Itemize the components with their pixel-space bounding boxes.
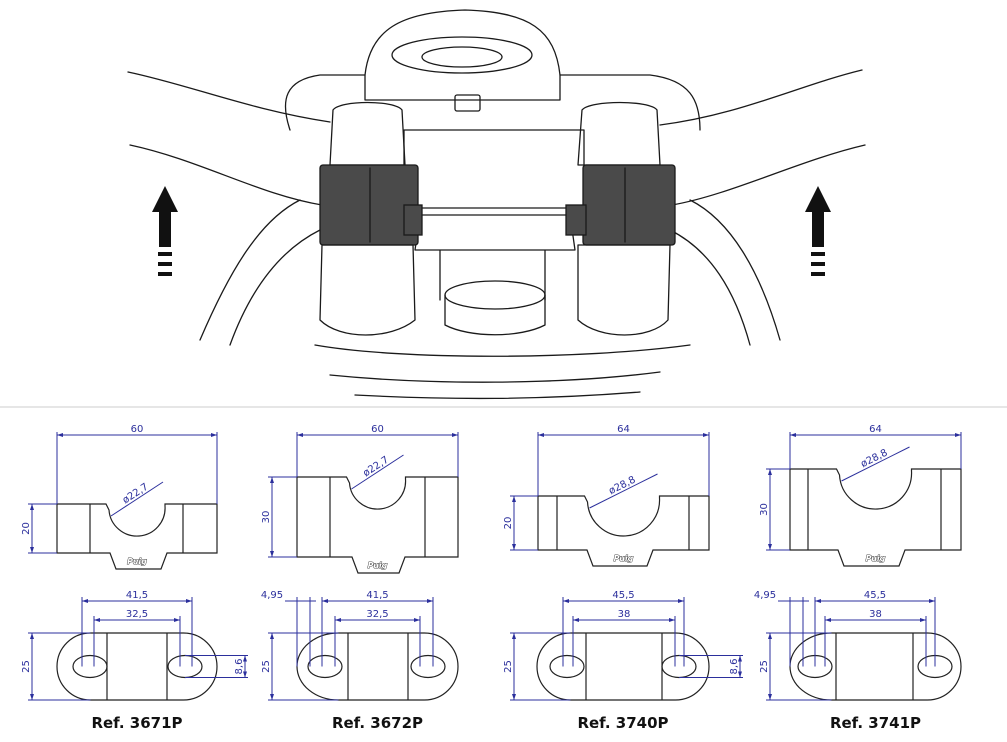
right-riser-cap: [577, 101, 661, 166]
diameter-label: ø28,8: [607, 474, 637, 497]
offset-label: 4,95: [261, 590, 283, 601]
fairing-left: [199, 74, 366, 346]
height-label: 30: [759, 503, 770, 516]
depth-label: 25: [759, 660, 770, 673]
riser-side-view: [537, 495, 710, 567]
width-label: 60: [371, 424, 384, 435]
steering-head: [364, 9, 561, 101]
puig-logo: Puig: [368, 561, 388, 570]
width-label: 64: [869, 424, 882, 435]
slot-width-label: 8,6: [234, 659, 245, 675]
bolt-slot: [167, 654, 203, 679]
reference-number: Ref. 3672P: [332, 714, 423, 732]
top-clamp-bar: [403, 129, 585, 209]
handlebar-right: [659, 69, 866, 206]
height-label: 20: [21, 522, 32, 535]
dimension-arrows: [512, 496, 516, 550]
up-arrow-left-icon: [152, 186, 178, 276]
bolt-slot: [72, 654, 108, 679]
left-riser-spacer: [403, 204, 423, 236]
bolt-slot: [410, 654, 446, 679]
outer-spacing-label: 45,5: [612, 590, 634, 601]
left-riser-base: [319, 244, 416, 336]
offset-label: 4,95: [754, 590, 776, 601]
riser-top-view: [56, 632, 218, 701]
handlebar-left: [127, 71, 331, 206]
riser-side-view: [296, 476, 459, 574]
diameter-line: [110, 481, 164, 517]
left-riser-cap: [329, 101, 406, 166]
right-riser-spacer: [565, 204, 587, 236]
slot-width-label: 8,6: [729, 659, 740, 675]
inner-spacing-label: 38: [618, 609, 631, 620]
reference-number: Ref. 3671P: [91, 714, 182, 732]
diameter-line: [841, 446, 910, 482]
puig-logo: Puig: [614, 554, 634, 563]
outer-spacing-label: 45,5: [864, 590, 886, 601]
reference-number: Ref. 3741P: [830, 714, 921, 732]
bolt-slot: [549, 654, 585, 679]
depth-label: 25: [21, 660, 32, 673]
depth-label: 25: [503, 660, 514, 673]
fork-cap-inner: [421, 46, 503, 68]
dimension-arrows: [738, 655, 742, 678]
depth-label: 25: [261, 660, 272, 673]
inner-spacing-label: 32,5: [126, 609, 148, 620]
riser-top-view: [536, 632, 710, 701]
lower-clamp: [414, 214, 576, 301]
diameter-label: ø28,8: [859, 447, 889, 470]
fork-cap: [391, 36, 533, 74]
height-label: 30: [261, 511, 272, 524]
puig-logo: Puig: [866, 554, 886, 563]
dimension-arrows: [30, 504, 34, 553]
riser-side-view: [789, 468, 962, 567]
right-riser-base: [577, 244, 671, 336]
outer-spacing-label: 41,5: [126, 590, 148, 601]
ignition-slot: [454, 94, 481, 112]
inner-spacing-label: 32,5: [366, 609, 388, 620]
riser-top-view: [296, 632, 459, 701]
inner-spacing-label: 38: [869, 609, 882, 620]
width-label: 64: [617, 424, 630, 435]
width-label: 60: [131, 424, 144, 435]
dimension-arrows: [243, 655, 247, 678]
tank-lines: [314, 344, 691, 400]
puig-logo: Puig: [127, 557, 147, 566]
reference-number: Ref. 3740P: [577, 714, 668, 732]
left-riser-block: [319, 164, 419, 246]
outer-spacing-label: 41,5: [366, 590, 388, 601]
riser-side-view: [56, 503, 218, 570]
bolt-slot: [307, 654, 343, 679]
motorcycle-illustration: [127, 9, 866, 400]
stem-nut: [444, 280, 546, 310]
stem-nut-body: [444, 294, 546, 336]
diameter-line: [351, 454, 404, 490]
bolt-slot: [661, 654, 697, 679]
height-label: 20: [503, 517, 514, 530]
fairing-right: [559, 74, 781, 346]
right-riser-block: [582, 164, 676, 246]
diameter-label: ø22,7: [361, 455, 391, 480]
diameter-label: ø22,7: [121, 482, 151, 507]
diameter-line: [589, 473, 658, 509]
up-arrow-right-icon: [805, 186, 831, 276]
